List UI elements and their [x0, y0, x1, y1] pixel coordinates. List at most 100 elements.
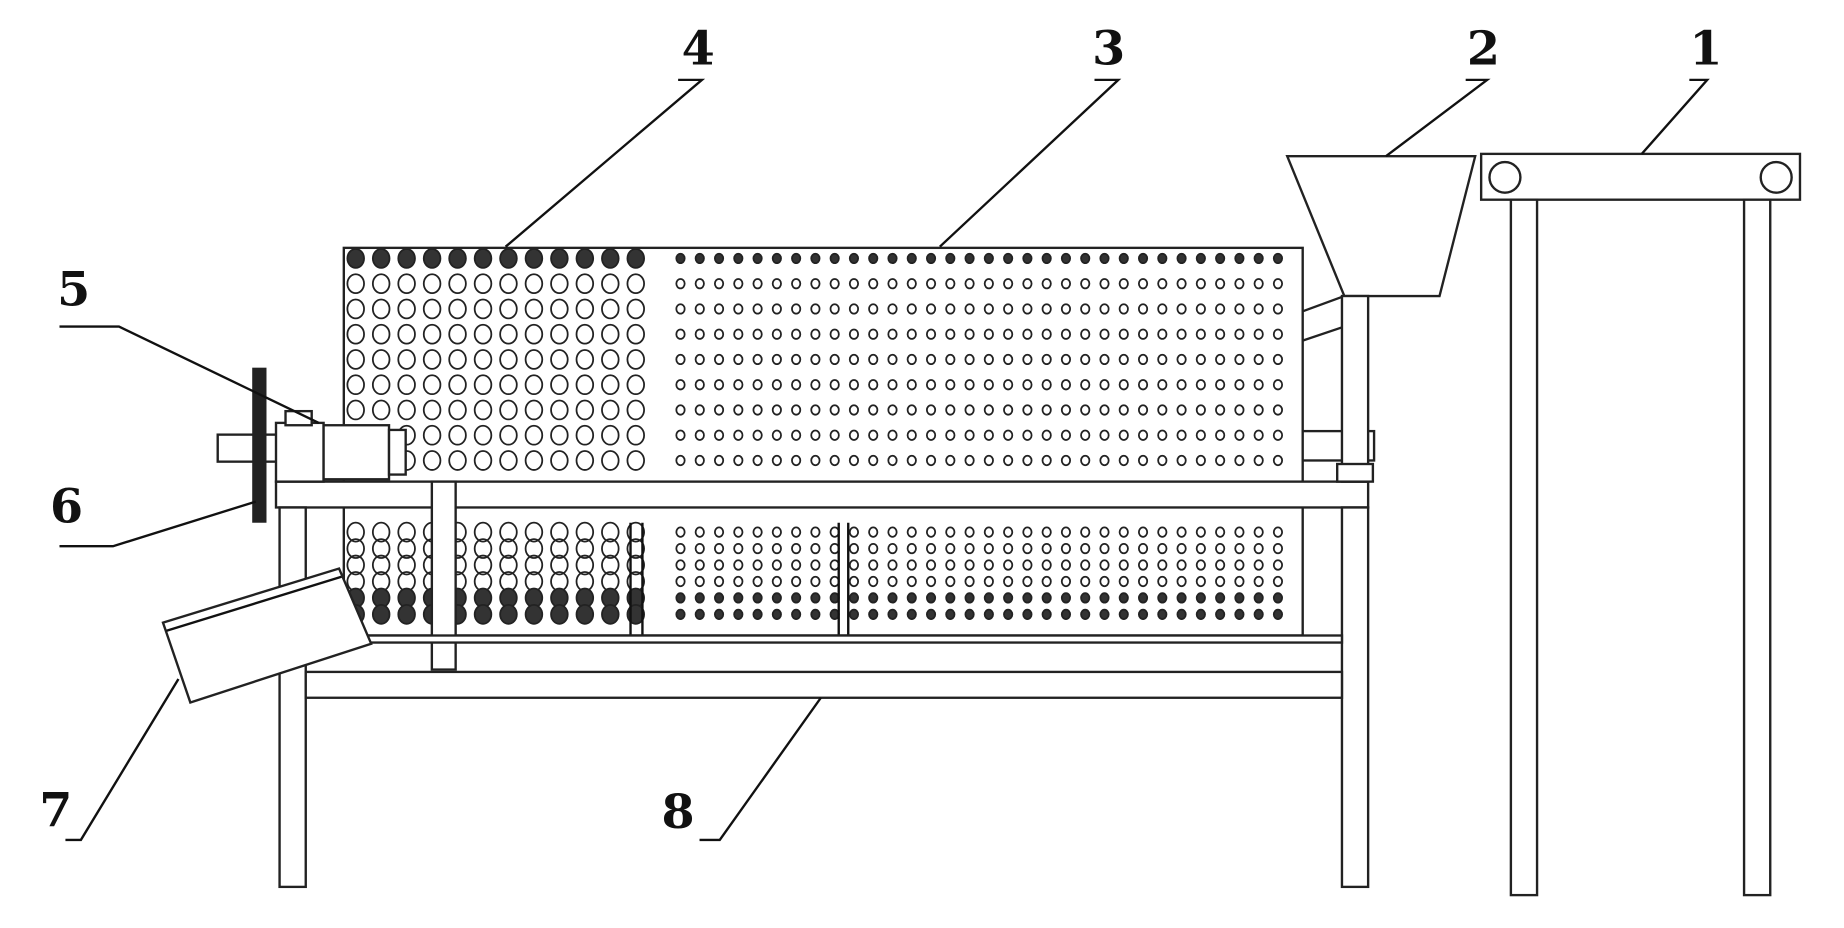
- sieve-hole: [983, 328, 994, 340]
- sieve-hole: [1099, 303, 1110, 315]
- sieve-hole: [1137, 575, 1149, 588]
- sieve-hole: [1215, 542, 1226, 555]
- sieve-hole: [1272, 429, 1284, 441]
- sieve-hole: [1253, 429, 1264, 441]
- sieve-hole: [887, 429, 898, 441]
- sieve-hole: [694, 542, 705, 555]
- sieve-hole: [1099, 278, 1110, 290]
- label-8: 8: [661, 785, 694, 840]
- sieve-hole: [1118, 404, 1129, 416]
- sieve-holes: [346, 248, 1284, 625]
- sieve-hole: [906, 542, 917, 555]
- sieve-hole: [346, 521, 365, 543]
- label-6: 6: [50, 480, 83, 535]
- sieve-hole: [675, 252, 686, 265]
- sieve-hole: [983, 404, 994, 416]
- sieve-hole: [524, 298, 544, 320]
- sieve-hole: [397, 298, 416, 320]
- sieve-hole: [1060, 379, 1072, 391]
- sieve-hole: [601, 399, 620, 421]
- sieve-hole: [1003, 252, 1014, 265]
- sieve-hole: [1118, 328, 1129, 340]
- sieve-hole: [524, 521, 544, 543]
- sieve-hole: [1080, 328, 1091, 340]
- sieve-hole: [550, 273, 569, 295]
- sieve-hole: [601, 374, 620, 396]
- sieve-hole: [848, 353, 860, 366]
- sieve-hole: [1234, 252, 1245, 265]
- sieve-hole: [752, 379, 763, 391]
- sieve-hole: [1003, 303, 1014, 315]
- sieve-hole: [675, 404, 686, 416]
- sieve-hole: [1137, 429, 1149, 441]
- sieve-hole: [887, 592, 898, 604]
- sieve-hole: [964, 454, 975, 467]
- sieve-hole: [906, 278, 917, 290]
- sieve-hole: [524, 273, 544, 295]
- sieve-hole: [1060, 303, 1072, 315]
- sieve-hole: [848, 429, 860, 441]
- sieve-hole: [829, 353, 840, 366]
- sieve-hole: [601, 248, 620, 269]
- sieve-hole: [791, 379, 802, 391]
- sieve-hole: [575, 248, 595, 269]
- sieve-hole: [810, 379, 821, 391]
- sieve-hole: [694, 575, 705, 588]
- sieve-hole: [397, 349, 416, 370]
- sieve-hole: [1215, 303, 1226, 315]
- sieve-hole: [906, 328, 917, 340]
- sieve-hole: [448, 349, 467, 370]
- sieve-hole: [1215, 454, 1226, 467]
- sieve-hole: [1041, 278, 1052, 290]
- sieve-hole: [945, 454, 956, 467]
- sieve-hole: [422, 424, 442, 446]
- sieve-hole: [1137, 353, 1149, 366]
- sieve-hole: [1080, 278, 1091, 290]
- sieve-hole: [1272, 454, 1284, 467]
- sieve-hole: [575, 273, 595, 295]
- sieve-hole: [550, 424, 569, 446]
- sieve-hole: [473, 374, 493, 396]
- sieve-hole: [1157, 252, 1168, 265]
- sieve-hole: [473, 248, 493, 269]
- sieve-hole: [371, 323, 391, 345]
- sieve-hole: [1215, 328, 1226, 340]
- sieve-hole: [1215, 353, 1226, 366]
- sieve-hole: [983, 559, 994, 571]
- sieve-hole: [1195, 542, 1206, 555]
- sieve-hole: [1099, 542, 1110, 555]
- sieve-hole: [575, 424, 595, 446]
- sieve-hole: [771, 429, 782, 441]
- sieve-hole: [1003, 429, 1014, 441]
- sieve-hole: [945, 353, 956, 366]
- sieve-hole: [1253, 575, 1264, 588]
- sieve-hole: [1060, 328, 1072, 340]
- sieve-hole: [601, 273, 620, 295]
- sieve-hole: [1195, 575, 1206, 588]
- sieve-hole: [1195, 278, 1206, 290]
- sieve-hole: [422, 323, 442, 345]
- sieve-hole: [550, 323, 569, 345]
- sieve-hole: [1157, 303, 1168, 315]
- sieve-hole: [1022, 454, 1033, 467]
- sieve-hole: [925, 559, 937, 571]
- sieve-hole: [771, 404, 782, 416]
- sieve-hole: [887, 252, 898, 265]
- sieve-hole: [675, 575, 686, 588]
- leader-line-4: [504, 78, 706, 248]
- sieve-hole: [810, 592, 821, 604]
- sieve-hole: [1176, 278, 1187, 290]
- leader-line-3: [939, 78, 1122, 248]
- sieve-hole: [868, 429, 879, 441]
- sieve-hole: [1234, 542, 1245, 555]
- sieve-hole: [1176, 303, 1187, 315]
- sieve-hole: [1272, 608, 1284, 620]
- sieve-hole: [752, 429, 763, 441]
- sieve-hole: [626, 538, 645, 559]
- sieve-hole: [829, 379, 840, 391]
- sieve-hole: [448, 424, 467, 446]
- sieve-hole: [829, 404, 840, 416]
- sieve-hole: [1234, 379, 1245, 391]
- sieve-hole: [1234, 592, 1245, 604]
- sieve-hole: [868, 542, 879, 555]
